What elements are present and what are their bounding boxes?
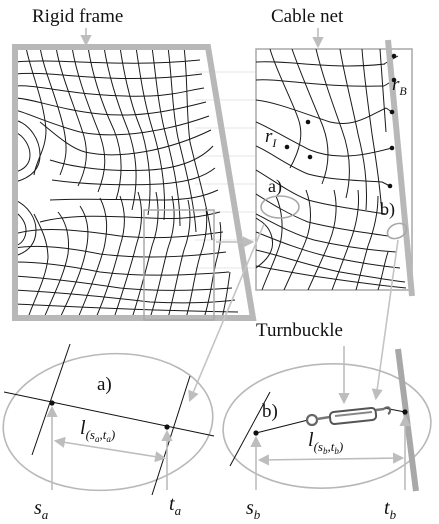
rigid-frame-label: Rigid frame (32, 6, 123, 27)
cable-net-zoom (256, 49, 407, 290)
detail-a-cross-right (151, 375, 191, 496)
detail-a-title: a) (97, 374, 112, 395)
s-a-label: sa (34, 497, 49, 522)
detail-b-frame-bar (395, 348, 419, 492)
detail-b-title: b) (262, 401, 278, 422)
arrow-to-detail-a (188, 223, 265, 403)
boundary-nodes (387, 53, 397, 189)
zoom-region-box (143, 209, 215, 321)
rigid-frame (12, 44, 257, 321)
detail-b-cable (255, 419, 309, 434)
t-a-label: ta (169, 493, 182, 518)
detail-a-outline (2, 352, 214, 492)
detail-b-marker-label: b) (380, 199, 395, 220)
t-b-label: tb (384, 497, 397, 522)
detail-b-cross (229, 391, 271, 467)
detail-a-cross-left (31, 343, 71, 456)
zoom-panel-border (255, 48, 413, 291)
turnbuckle-label: Turnbuckle (256, 320, 343, 341)
rigid-frame-panel: Rigid frame (12, 6, 257, 321)
detail-b-panel: b) Turnbuckle l(sb,tb) sb tb (222, 320, 432, 522)
length-a-label: l(sa,ta) (80, 417, 115, 444)
detail-b-cable-right (383, 407, 406, 413)
node-s-b (253, 430, 259, 436)
turnbuckle-icon (305, 406, 392, 427)
detail-a-ellipse (260, 195, 300, 219)
r-b-label: rB (392, 74, 407, 98)
node-t-b (402, 409, 408, 415)
length-b-dimension (257, 452, 405, 466)
detail-a-panel: a) l(sa,ta) sa ta (2, 343, 215, 522)
zoom-frame-bar (385, 39, 415, 297)
detail-a-marker-label: a) (268, 176, 282, 197)
cable-net-zoom-panel: rB rI a) b) Cable net (255, 6, 415, 297)
detail-a-cable (3, 391, 215, 437)
r-i-label: rI (265, 126, 277, 150)
detail-b-ellipse (386, 222, 408, 240)
node-s-a (49, 400, 55, 406)
cable-net-left (15, 47, 239, 318)
s-b-label: sb (246, 497, 261, 522)
interior-nodes (284, 119, 313, 160)
background-grid (195, 71, 255, 269)
node-t-a (164, 424, 170, 430)
detail-b-outline (222, 363, 432, 489)
length-a-dimension (53, 436, 167, 463)
length-b-label: l(sb,tb) (308, 429, 343, 456)
cable-net-label: Cable net (271, 6, 344, 27)
arrow-to-detail-b (371, 239, 399, 401)
